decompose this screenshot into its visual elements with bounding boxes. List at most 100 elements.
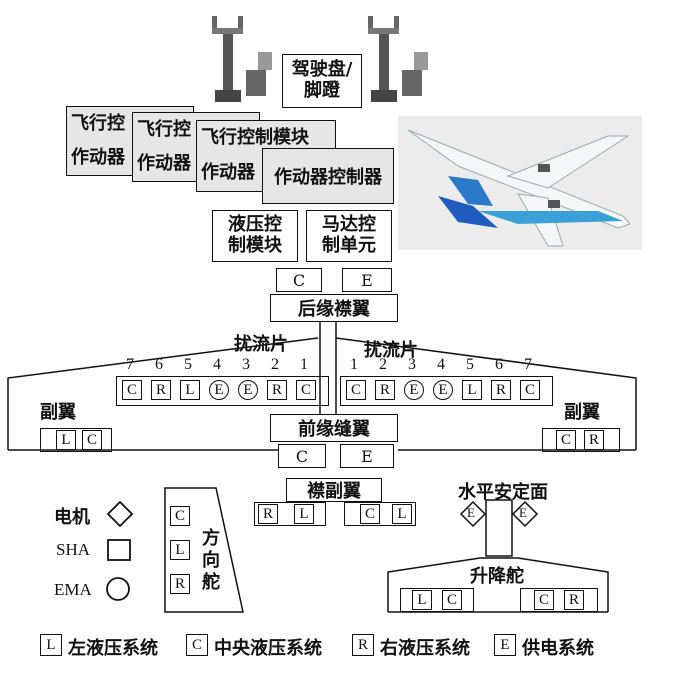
spoiler-right-system: E xyxy=(404,380,424,400)
fcm-box-2-top: 飞行控 xyxy=(137,118,191,140)
spoiler-right-number: 2 xyxy=(379,356,387,373)
elevator-left-sys-2: C xyxy=(442,590,462,610)
spoiler-left-system: E xyxy=(238,380,258,400)
elevator-outline xyxy=(387,557,609,612)
trailing-flap-sys-right: E xyxy=(342,268,392,292)
spoiler-right-label: 扰流片 xyxy=(364,340,418,361)
elevator-right-group xyxy=(520,588,598,612)
spoiler-left-number: 7 xyxy=(126,356,134,373)
spoiler-right-system: C xyxy=(520,380,540,400)
legend-letter: R xyxy=(352,634,374,656)
cockpit-label-line1: 驾驶盘/ xyxy=(291,59,353,81)
spoiler-right-number: 4 xyxy=(437,356,445,373)
fcm-box-1-top: 飞行控 xyxy=(71,112,125,134)
spoiler-right-system: C xyxy=(346,380,366,400)
stabilizer-sys-left: E xyxy=(467,505,475,520)
cockpit-control-box: 驾驶盘/ 脚蹬 xyxy=(282,54,362,108)
legend-letter: E xyxy=(494,634,516,656)
aileron-right-sys-2: R xyxy=(584,430,604,450)
legend-text: 供电系统 xyxy=(522,638,594,659)
legend-text: 中央液压系统 xyxy=(214,638,322,659)
ema-symbol xyxy=(106,577,130,601)
aircraft-image xyxy=(398,116,642,250)
legend-text: 右液压系统 xyxy=(380,638,470,659)
spoiler-left-label: 扰流片 xyxy=(234,334,288,355)
fcm-box-2-bottom: 作动器 xyxy=(137,152,191,174)
aileron-left-sys-1: L xyxy=(56,430,76,450)
flaperon-left-group xyxy=(254,502,326,526)
aileron-left-sys-2: C xyxy=(82,430,102,450)
stabilizer-post xyxy=(485,499,513,557)
aileron-left-group xyxy=(40,428,112,452)
rudder-sys-2: L xyxy=(170,540,190,560)
stabilizer-diamond-left xyxy=(459,500,487,528)
flaperon-left-sys-1: R xyxy=(258,504,278,524)
elevator-right-sys-1: C xyxy=(534,590,554,610)
spoiler-left-number: 2 xyxy=(271,356,279,373)
actuator-controller-box: 作动器控制器 xyxy=(262,148,394,204)
spoiler-right-system: R xyxy=(375,380,395,400)
fcm-box-3-bottom: 作动器 xyxy=(201,162,255,184)
spoiler-right-number: 1 xyxy=(350,356,358,373)
spoiler-right-system: R xyxy=(491,380,511,400)
elevator-right-sys-2: R xyxy=(564,590,584,610)
aileron-right-group xyxy=(542,428,620,452)
stabilizer-sys-right: E xyxy=(519,505,527,520)
spoiler-left-frame xyxy=(116,376,329,406)
motor-symbol-label: 电机 xyxy=(54,507,90,528)
elevator-left-group xyxy=(400,588,474,612)
sha-symbol-label: SHA xyxy=(56,540,91,559)
spoiler-left-system: L xyxy=(180,380,200,400)
sha-symbol xyxy=(107,539,131,561)
rudder-sys-3: R xyxy=(170,574,190,594)
leading-slat-sys-left: C xyxy=(278,444,326,468)
spoiler-left-number: 3 xyxy=(242,356,250,373)
rudder-label-1: 方 xyxy=(202,528,220,549)
trailing-flap-sys-left: C xyxy=(276,268,322,292)
trailing-flap-label: 后缘襟翼 xyxy=(298,299,370,320)
actuator-controller-label: 作动器控制器 xyxy=(274,167,382,188)
spoiler-left-number: 1 xyxy=(300,356,308,373)
motor-unit-line1: 马达控 xyxy=(322,214,376,236)
spoiler-right-number: 6 xyxy=(495,356,503,373)
legend-text: 左液压系统 xyxy=(68,638,158,659)
stabilizer-label: 水平安定面 xyxy=(458,482,548,503)
spoiler-left-system: C xyxy=(122,380,142,400)
flaperon-label: 襟副翼 xyxy=(307,481,361,502)
flaperon-left-sys-2: L xyxy=(294,504,314,524)
spoiler-left-system: R xyxy=(267,380,287,400)
hydraulic-control-module: 液压控 制模块 xyxy=(212,210,298,262)
spoiler-right-number: 7 xyxy=(524,356,532,373)
spoiler-right-system: L xyxy=(462,380,482,400)
trailing-flap-box: 后缘襟翼 xyxy=(270,294,398,322)
rudder-label-3: 舵 xyxy=(202,572,220,593)
spoiler-left-number: 4 xyxy=(213,356,221,373)
aileron-right-sys-1: C xyxy=(556,430,576,450)
legend-letter: C xyxy=(186,634,208,656)
spoiler-left-number: 5 xyxy=(184,356,192,373)
legend-letter: L xyxy=(40,634,62,656)
ema-symbol-label: EMA xyxy=(54,580,92,599)
hydraulic-module-line1: 液压控 xyxy=(228,214,282,236)
rudder-sys-1: C xyxy=(170,506,190,526)
flaperon-right-group xyxy=(344,502,416,526)
aileron-left-label: 副翼 xyxy=(40,402,76,423)
spoiler-left-system: E xyxy=(209,380,229,400)
leading-slat-box: 前缘缝翼 xyxy=(270,414,398,442)
rudder-label-2: 向 xyxy=(202,550,220,571)
cockpit-label-line2: 脚蹬 xyxy=(304,80,340,101)
yoke-left-icon xyxy=(212,16,272,102)
spoiler-right-system: E xyxy=(433,380,453,400)
left-wing-outline xyxy=(7,337,319,450)
spoiler-left-system: C xyxy=(296,380,316,400)
spoiler-right-number: 5 xyxy=(466,356,474,373)
motor-symbol xyxy=(106,500,134,528)
motor-unit-line2: 制单元 xyxy=(322,235,376,256)
leading-slat-label: 前缘缝翼 xyxy=(298,419,370,440)
elevator-left-sys-1: L xyxy=(412,590,432,610)
aileron-right-label: 副翼 xyxy=(564,402,600,423)
motor-control-unit: 马达控 制单元 xyxy=(306,210,392,262)
elevator-label: 升降舵 xyxy=(470,566,524,587)
stabilizer-diamond-right xyxy=(511,500,539,528)
